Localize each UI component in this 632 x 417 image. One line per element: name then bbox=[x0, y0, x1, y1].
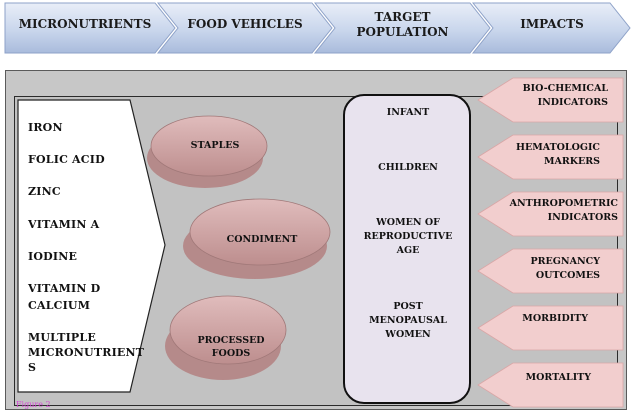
micronutrient-zinc: ZINC bbox=[28, 185, 61, 198]
food-vehicle-staples: STAPLES bbox=[190, 140, 240, 151]
step-impacts-chevron bbox=[471, 2, 631, 54]
process-header bbox=[4, 2, 631, 54]
impact-mortality: MORTALITY bbox=[525, 372, 591, 383]
processed-foods-disc bbox=[165, 295, 287, 380]
step-target-population-label: TARGET POPULATION bbox=[356, 10, 449, 39]
step-micronutrients-chevron bbox=[4, 2, 176, 54]
impact-arrow-pregnancy bbox=[477, 248, 624, 294]
population-children: CHILDREN bbox=[378, 162, 438, 173]
population-post-menopausal-women: POST MENOPAUSAL WOMEN bbox=[369, 301, 447, 340]
target-population-box bbox=[343, 94, 471, 404]
figure-label: Figure 2 bbox=[16, 400, 51, 409]
impact-arrows bbox=[477, 77, 624, 408]
micronutrient-folic-acid: FOLIC ACID bbox=[28, 153, 105, 166]
step-target-population-chevron bbox=[313, 2, 491, 54]
population-infant: INFANT bbox=[386, 107, 430, 118]
step-micronutrients-label: MICRONUTRIENTS bbox=[18, 17, 152, 31]
food-vehicle-processed-foods: PROCESSED FOODS bbox=[197, 335, 265, 359]
micronutrient-vitamin-d-calcium: VITAMIN D CALCIUM bbox=[28, 282, 101, 312]
micronutrient-vitamin-a: VITAMIN A bbox=[28, 218, 100, 231]
impact-arrow-biochemical bbox=[477, 77, 624, 123]
food-vehicle-condiment: CONDIMENT bbox=[226, 234, 298, 245]
impact-anthropometric-indicators: ANTHROPOMETRIC INDICATORS bbox=[509, 198, 618, 223]
impact-hematologic-markers: HEMATOLOGIC MARKERS bbox=[515, 142, 600, 167]
micronutrient-iron: IRON bbox=[28, 121, 63, 134]
impact-pregnancy-outcomes: PREGNANCY OUTCOMES bbox=[530, 256, 600, 281]
impact-morbidity: MORBIDITY bbox=[522, 313, 588, 324]
staples-disc bbox=[147, 115, 268, 188]
impact-biochemical-indicators: BIO-CHEMICAL INDICATORS bbox=[522, 83, 608, 108]
step-food-vehicles-chevron bbox=[156, 2, 333, 54]
micronutrient-iodine: IODINE bbox=[28, 250, 78, 263]
impact-arrow-morbidity bbox=[477, 305, 624, 351]
micronutrient-multiple: MULTIPLE MICRONUTRIENT S bbox=[28, 331, 145, 374]
step-impacts-label: IMPACTS bbox=[520, 17, 584, 31]
impact-arrow-mortality bbox=[477, 362, 624, 408]
step-food-vehicles-label: FOOD VEHICLES bbox=[187, 17, 303, 31]
micronutrients-arrow-box bbox=[17, 99, 166, 393]
impact-arrow-hematologic bbox=[477, 134, 624, 180]
condiment-disc bbox=[183, 198, 331, 279]
impact-arrow-anthropometric bbox=[477, 191, 624, 237]
population-women-reproductive-age: WOMEN OF REPRODUCTIVE AGE bbox=[363, 217, 453, 256]
